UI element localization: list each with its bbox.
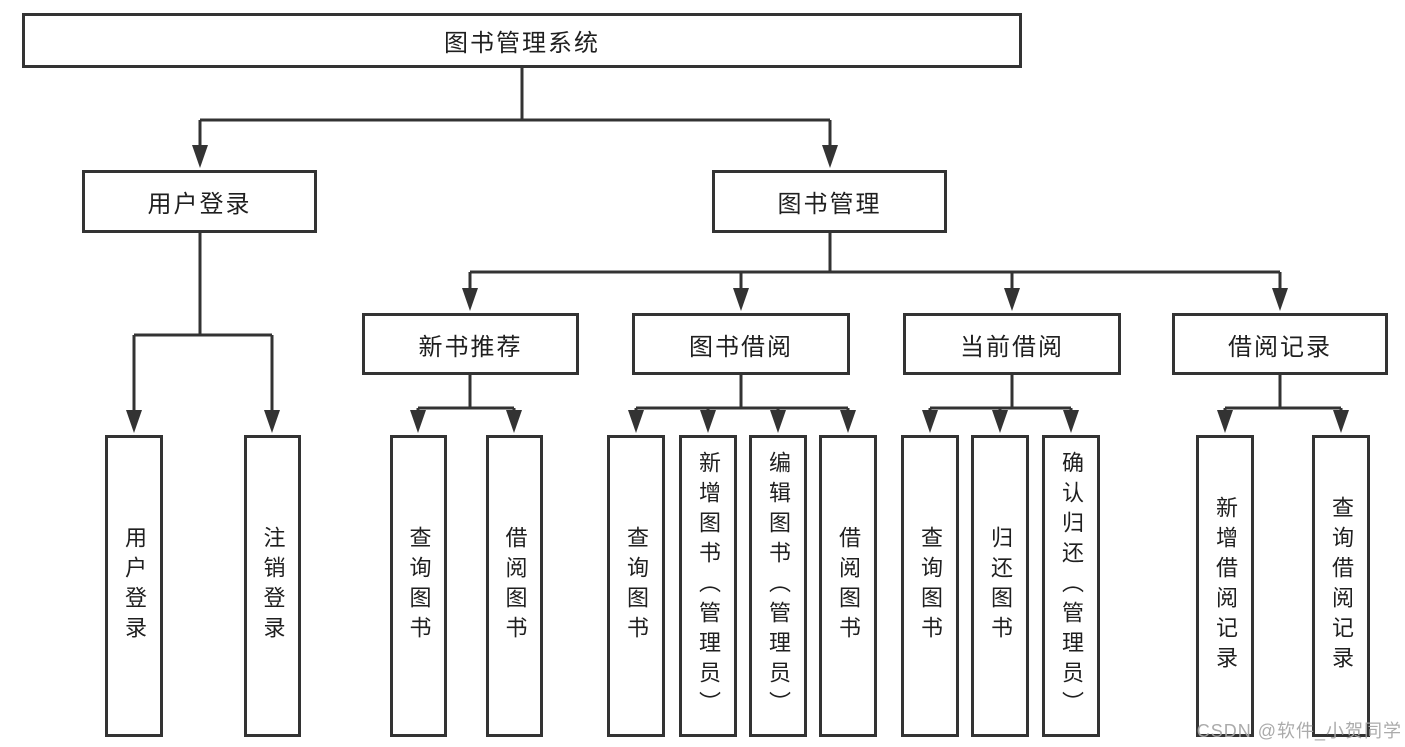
node-new-book-recommendation: 新书推荐	[362, 313, 579, 375]
node-label: 查询借阅记录	[1329, 496, 1354, 676]
node-label: 查询图书	[624, 526, 649, 646]
node-label: 查询图书	[918, 526, 943, 646]
node-label: 图书管理系统	[444, 30, 600, 57]
node-library-management-system: 图书管理系统	[22, 13, 1022, 68]
leaf-edit-books-admin: 编辑图书（管理员）	[749, 435, 807, 737]
node-label: 图书管理	[777, 191, 882, 218]
node-label: 借阅记录	[1228, 333, 1332, 361]
leaf-borrow-books: 借阅图书	[819, 435, 877, 737]
node-label: 用户登录	[122, 526, 147, 646]
node-borrowing-records: 借阅记录	[1172, 313, 1388, 375]
node-label: 注销登录	[260, 526, 286, 646]
node-label: 归还图书	[988, 526, 1013, 646]
node-label: 借阅图书	[836, 526, 861, 646]
node-user-login: 用户登录	[82, 170, 317, 233]
node-label: 新增图书（管理员）	[696, 451, 721, 721]
node-label: 查询图书	[406, 526, 432, 646]
node-book-borrowing: 图书借阅	[632, 313, 850, 375]
leaf-query-books-current: 查询图书	[901, 435, 959, 737]
node-book-management: 图书管理	[712, 170, 947, 233]
node-label: 新书推荐	[418, 333, 523, 361]
node-label: 确认归还（管理员）	[1059, 451, 1084, 721]
watermark-text: CSDN @软件_小贺同学	[1196, 721, 1402, 741]
node-label: 新增借阅记录	[1213, 496, 1238, 676]
leaf-borrow-books-recommend: 借阅图书	[486, 435, 543, 737]
node-current-borrowing: 当前借阅	[903, 313, 1121, 375]
leaf-confirm-return-admin: 确认归还（管理员）	[1042, 435, 1100, 737]
leaf-query-books-recommend: 查询图书	[390, 435, 447, 737]
leaf-logout: 注销登录	[244, 435, 301, 737]
leaf-query-borrow-record: 查询借阅记录	[1312, 435, 1370, 737]
leaf-add-borrow-record: 新增借阅记录	[1196, 435, 1254, 737]
leaf-user-login: 用户登录	[105, 435, 163, 737]
node-label: 图书借阅	[689, 333, 793, 361]
node-label: 当前借阅	[960, 333, 1064, 361]
leaf-add-books-admin: 新增图书（管理员）	[679, 435, 737, 737]
node-label: 用户登录	[147, 191, 252, 218]
leaf-return-books: 归还图书	[971, 435, 1029, 737]
node-label: 编辑图书（管理员）	[766, 451, 791, 721]
leaf-query-books-borrowing: 查询图书	[607, 435, 665, 737]
node-label: 借阅图书	[502, 526, 528, 646]
